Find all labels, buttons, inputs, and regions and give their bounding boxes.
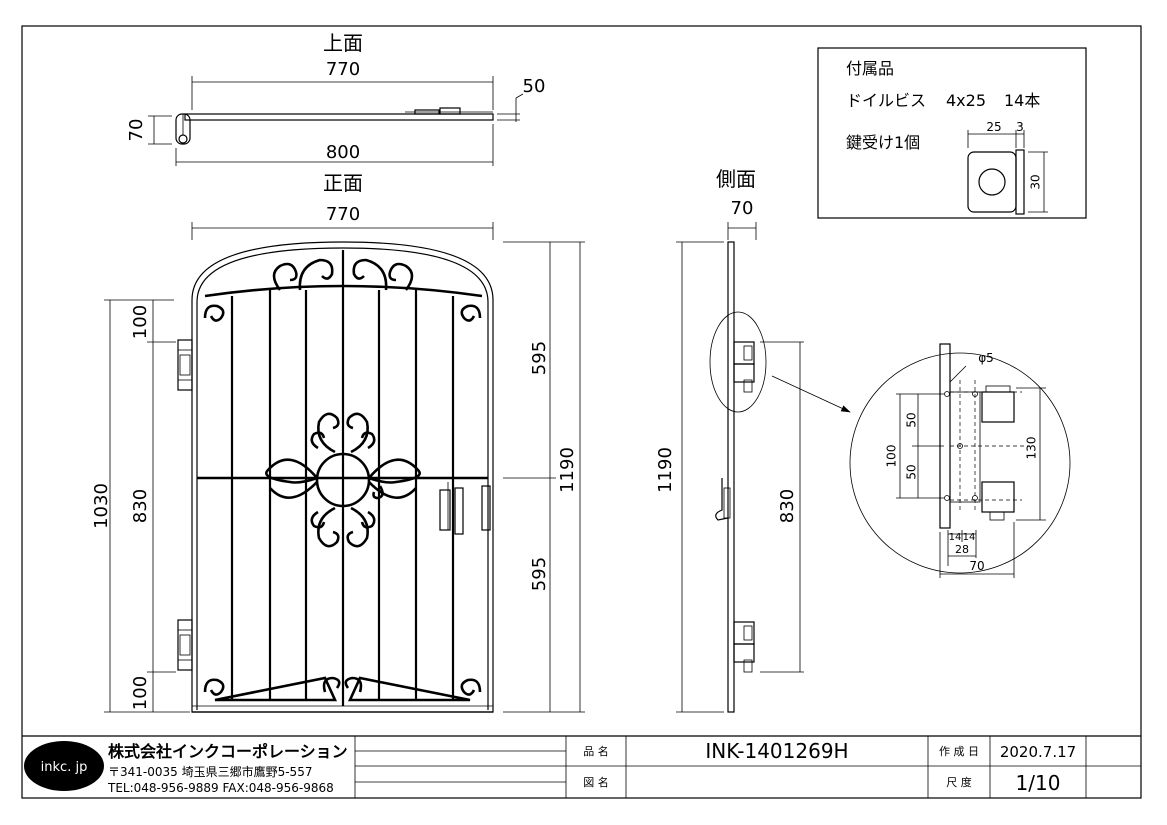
screws-name: ドイルビス — [846, 91, 926, 110]
front-view-title: 正面 — [323, 171, 363, 195]
front-dim-100-top: 100 — [130, 305, 151, 339]
keeper-dim-3: 3 — [1016, 120, 1024, 134]
front-dim-770: 770 — [326, 204, 360, 225]
hinge-lower — [177, 619, 193, 671]
accessories-box: 付属品 ドイルビス 4x25 14本 鍵受け1個 25 3 30 — [817, 47, 1087, 219]
front-dim-1030: 1030 — [91, 483, 112, 529]
top-view: 上面 770 70 50 800 — [126, 31, 545, 166]
company-logo — [24, 741, 104, 791]
accessories-title: 付属品 — [846, 59, 894, 78]
label-product-name: 品 名 — [583, 744, 609, 758]
side-dim-70: 70 — [731, 198, 754, 219]
screws-qty: 14本 — [1004, 91, 1040, 110]
latch-parts — [439, 482, 491, 535]
side-hinge-upper — [733, 341, 755, 393]
front-dim-595-lower: 595 — [529, 557, 550, 591]
detail-dim-14a: 14 — [949, 532, 962, 543]
side-view: 側面 70 1190 830 — [655, 167, 851, 713]
scroll-ornaments — [203, 258, 482, 696]
front-dim-595-upper: 595 — [529, 341, 550, 375]
front-dim-1190: 1190 — [557, 447, 578, 493]
label-creation-date: 作 成 日 — [939, 745, 979, 758]
title-block: inkc. jp 株式会社インクコーポレーション 〒341-0035 埼玉県三郷… — [22, 735, 1141, 798]
side-view-title: 側面 — [716, 167, 756, 191]
detail-dim-28: 28 — [955, 543, 969, 556]
detail-dim-130: 130 — [1025, 437, 1039, 460]
top-view-panel — [175, 107, 494, 145]
detail-dim-14b: 14 — [963, 532, 976, 543]
front-dim-830: 830 — [130, 489, 151, 523]
keeper-dim-30: 30 — [1029, 174, 1043, 189]
scale-value: 1/10 — [1016, 771, 1061, 795]
keeper-label: 鍵受け1個 — [846, 133, 920, 152]
company-address: 〒341-0035 埼玉県三郷市鷹野5-557 — [108, 764, 312, 779]
side-dim-830: 830 — [777, 489, 798, 523]
detail-dim-100: 100 — [885, 445, 899, 468]
keeper-drawing: 25 3 30 — [967, 120, 1048, 215]
detail-dim-70: 70 — [969, 559, 984, 573]
product-code: INK-1401269H — [705, 739, 848, 763]
hinge-upper — [177, 339, 193, 391]
gate-frame — [191, 241, 494, 713]
top-dim-800: 800 — [326, 142, 360, 163]
side-dim-1190: 1190 — [655, 447, 676, 493]
detail-dim-phi5: φ5 — [978, 351, 994, 365]
screws-size: 4x25 — [946, 91, 986, 110]
top-view-title: 上面 — [323, 31, 363, 55]
detail-dim-50a: 50 — [905, 412, 919, 427]
hinge-detail: φ5 50 50 100 130 14 14 28 70 — [849, 343, 1071, 578]
front-view: 正面 770 — [91, 171, 585, 713]
detail-dim-50b: 50 — [905, 464, 919, 479]
top-dim-70: 70 — [126, 119, 147, 142]
top-dim-770: 770 — [326, 59, 360, 80]
top-dim-50: 50 — [523, 76, 546, 97]
company-name: 株式会社インクコーポレーション — [108, 742, 348, 761]
company-logo-text: inkc. jp — [41, 760, 88, 775]
label-scale: 尺 度 — [946, 775, 972, 789]
keeper-dim-25: 25 — [986, 120, 1001, 134]
side-hinge-lower — [733, 621, 755, 673]
company-contact: TEL:048-956-9889 FAX:048-956-9868 — [107, 781, 334, 795]
label-drawing-name: 図 名 — [583, 775, 609, 789]
creation-date: 2020.7.17 — [1000, 743, 1076, 761]
drawing-border — [21, 25, 1142, 799]
front-dim-100-bottom: 100 — [130, 676, 151, 710]
